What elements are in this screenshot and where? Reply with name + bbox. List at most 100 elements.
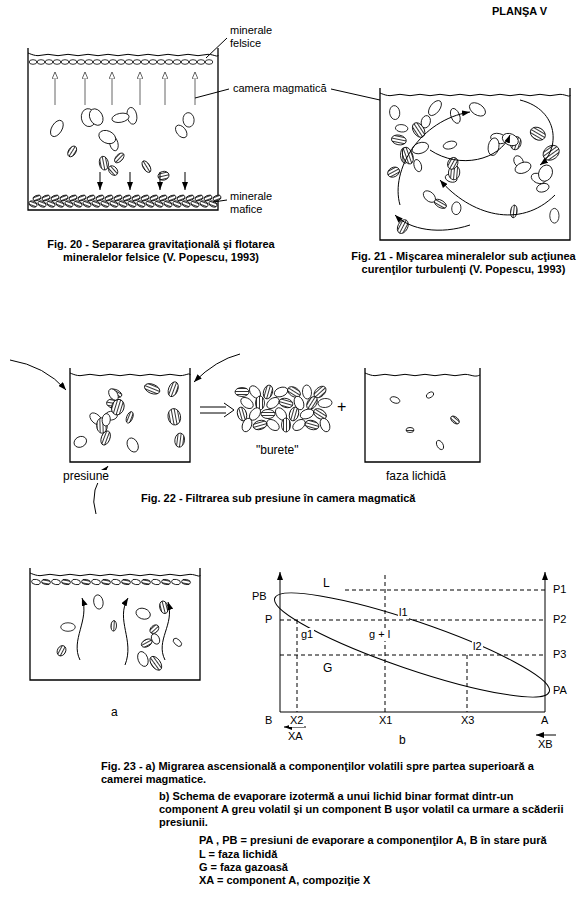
felsic-mineral [149,60,157,65]
flow-arrow [194,354,240,382]
symbol-label: + [336,400,347,413]
flow-arrow [398,112,470,205]
felsic-mineral [107,387,121,402]
dashed-line [385,575,386,712]
flow-arrow [185,172,186,190]
mafic-mineral [41,579,51,586]
mafic-mineral [98,156,109,171]
felsic-mineral [291,417,308,433]
felsic-mineral [172,637,183,648]
mafic-mineral [406,428,414,433]
mafic-mineral [181,579,191,586]
mafic-mineral [99,430,112,447]
felsic-mineral [133,60,141,65]
mafic-mineral [121,579,131,586]
axis-label: P3 [552,648,567,661]
mafic-mineral [125,411,135,424]
flow-arrow [395,215,470,230]
axis [545,572,546,712]
legend-note: G = faza gazoasă [198,861,289,874]
felsic-mineral [205,60,213,65]
felsic-mineral [435,439,445,451]
felsic-mineral [31,579,41,586]
flow-arrow [195,72,196,105]
felsic-mineral [111,112,130,124]
felsic-mineral [165,60,173,65]
felsic-mineral [550,208,559,223]
chamber-wall [380,88,570,240]
felsic-mineral [48,118,66,139]
region-label: l1 [398,606,409,619]
part-label: "burete" [255,444,300,457]
felsic-mineral [411,140,431,156]
chamber-wall [28,48,218,210]
axis-label: PB [251,590,268,603]
mafic-mineral [113,151,126,164]
felsic-mineral [136,650,151,668]
flow-arrow [112,72,113,105]
mafic-mineral [540,142,562,163]
region-label: g + l [368,628,391,641]
mafic-mineral [140,637,153,649]
mafic-mineral [161,579,171,586]
mafic-mineral [148,654,165,672]
mafic-mineral [111,620,117,631]
chamber-wall [365,368,480,462]
panel-letter: b [398,734,407,747]
felsic-mineral [173,60,181,65]
flow-arrow [77,598,84,660]
axis [280,572,281,712]
mafic-mineral [141,579,151,586]
flow-arrow [123,598,128,665]
felsic-mineral [302,385,312,400]
mafic-mineral [395,218,410,235]
mafic-mineral [235,388,249,397]
mafic-mineral [262,384,275,400]
figure-caption: Fig. 20 - Separarea gravitaţională şi fl… [30,238,292,264]
magma-surface [30,573,200,576]
felsic-mineral [125,60,133,65]
mafic-mineral [140,159,152,174]
leader-line [280,711,545,712]
figure-caption: b) Schema de evaporare izotermă a unui l… [158,790,570,829]
leader-line [200,413,226,414]
felsic-mineral [265,417,282,433]
felsic-mineral [318,398,333,408]
mafic-mineral [528,125,548,143]
axis-label: P [264,613,273,626]
mafic-mineral [386,165,401,179]
felsic-mineral [102,413,111,426]
flow-arrow [430,135,510,161]
leader-line [206,38,227,58]
legend-note: L = faza lichidă [198,848,278,861]
flow-arrow [160,172,161,190]
region-label: G [322,662,333,675]
felsic-mineral [45,60,53,65]
axis-label: P1 [552,583,567,596]
chamber-wall [30,568,200,680]
part-label: camera magmatică [232,82,328,95]
felsic-mineral [467,100,488,119]
mafic-mineral [110,398,127,417]
axis-label: X3 [460,714,475,727]
magma-surface [365,373,480,376]
felsic-mineral [536,182,551,194]
felsic-mineral [37,60,45,65]
mafic-mineral [282,418,291,432]
felsic-mineral [426,98,444,118]
part-label: minerale felsice [229,24,291,50]
figure-caption: Fig. 23 - a) Migrarea ascensională a com… [100,760,572,786]
axis-label: B [264,714,273,727]
chamber-wall [70,368,190,462]
felsic-mineral [442,140,457,151]
felsic-mineral [299,407,315,420]
mafic-mineral [55,644,67,657]
mafic-mineral [449,414,461,425]
felsic-mineral [189,60,197,65]
flow-arrow [85,72,86,105]
felsic-mineral [125,436,141,454]
mafic-mineral [143,382,161,397]
felsic-mineral [109,60,117,65]
felsic-mineral [513,160,532,176]
felsic-mineral [197,60,205,65]
